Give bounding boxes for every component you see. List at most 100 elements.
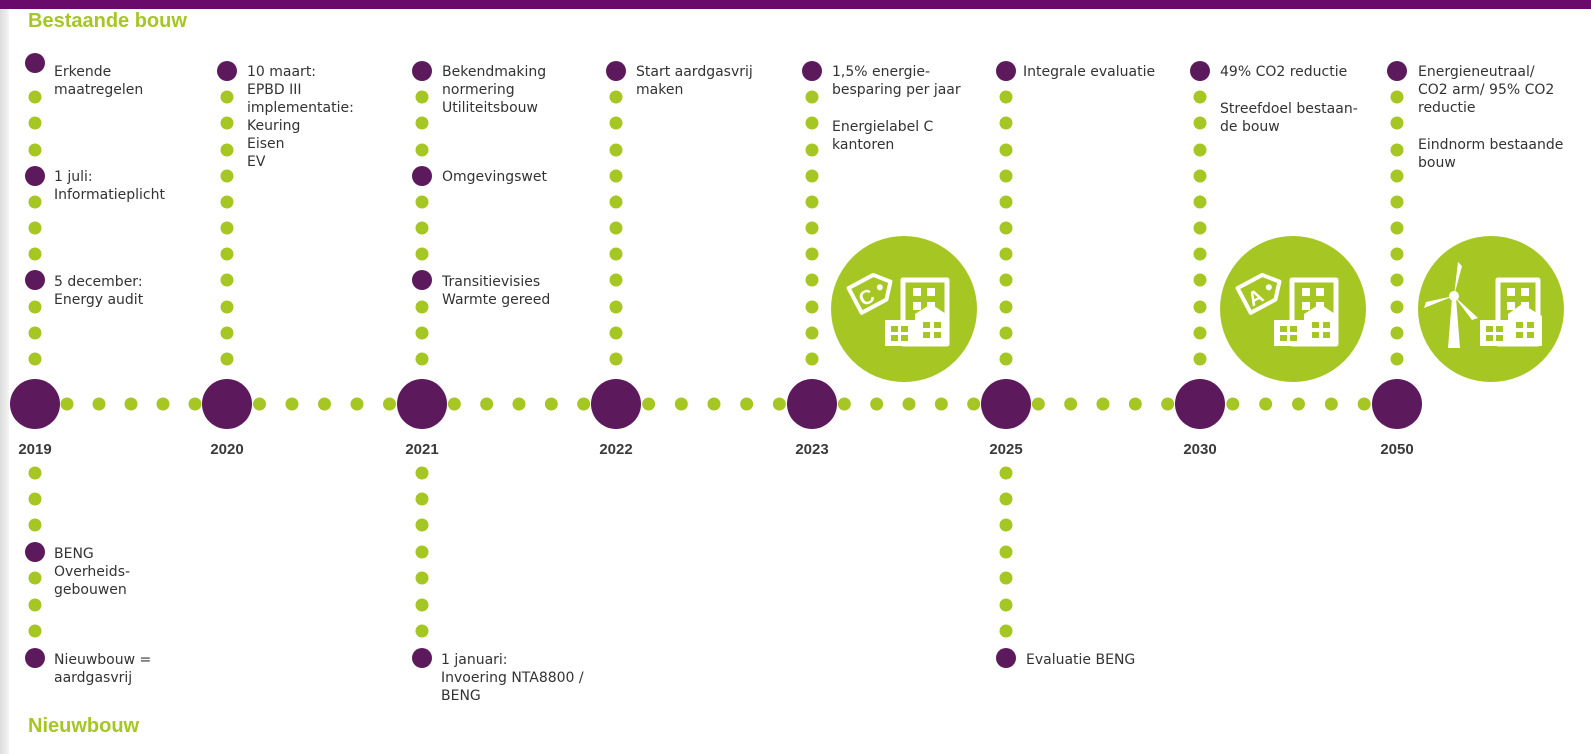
milestone-dot [412, 270, 432, 290]
timeline-connector-dot [674, 397, 688, 411]
milestone-dot [606, 61, 626, 81]
timeline-dot [220, 300, 234, 314]
year-node [202, 379, 252, 429]
timeline-connector-dot [447, 397, 461, 411]
milestone-dot [25, 166, 45, 186]
timeline-dot [415, 518, 429, 532]
timeline-connector-dot [1096, 397, 1110, 411]
timeline-connector-dot [837, 397, 851, 411]
timeline-dot [28, 571, 42, 585]
timeline-dot [28, 143, 42, 157]
timeline-dot [609, 247, 623, 261]
event-label: BENG Overheids- gebouwen [54, 546, 131, 598]
timeline-connector-dot [642, 397, 656, 411]
timeline-dot [28, 518, 42, 532]
timeline-dot [220, 169, 234, 183]
timeline-dot [1193, 116, 1207, 130]
milestone-dot [25, 53, 45, 73]
timeline-dot [28, 598, 42, 612]
event-label: Bekendmaking normering Utiliteitsbouw [442, 64, 547, 116]
timeline-dot [28, 221, 42, 235]
timeline-dot [999, 326, 1013, 340]
timeline-dot [999, 352, 1013, 366]
timeline-dot [415, 352, 429, 366]
event-label: Erkende maatregelen [54, 64, 144, 98]
timeline-dot [999, 169, 1013, 183]
timeline-dot [1390, 143, 1404, 157]
left-edge-strip [0, 9, 9, 754]
timeline-dot [999, 518, 1013, 532]
timeline-dot [28, 300, 42, 314]
timeline-dot [220, 247, 234, 261]
timeline-dot [220, 273, 234, 287]
timeline-connector-dot [285, 397, 299, 411]
timeline-dot [220, 326, 234, 340]
timeline-connector-dot [967, 397, 981, 411]
timeline-dot [1390, 247, 1404, 261]
timeline-dot [999, 545, 1013, 559]
timeline-dot [1390, 300, 1404, 314]
year-node [591, 379, 641, 429]
timeline-dot [1390, 169, 1404, 183]
event-label: Omgevingswet [442, 169, 547, 185]
timeline-dot [609, 300, 623, 314]
energy-label-c-badge: C [831, 236, 977, 382]
timeline-dot [1193, 169, 1207, 183]
timeline-dot [415, 195, 429, 209]
timeline-dot [805, 352, 819, 366]
timeline-dot [805, 195, 819, 209]
timeline-connector-dot [60, 397, 74, 411]
timeline-dot [415, 221, 429, 235]
event-label: 1,5% energie- besparing per jaar [832, 64, 961, 98]
milestone-dot [1387, 61, 1407, 81]
event-label: 49% CO2 reductie [1220, 64, 1348, 80]
timeline-dot [415, 90, 429, 104]
timeline-dot [609, 221, 623, 235]
year-node [981, 379, 1031, 429]
year-label-2030: 2030 [1183, 441, 1217, 458]
timeline-dot [415, 116, 429, 130]
wind-turbine-building-icon [1424, 262, 1542, 348]
timeline-dot [1390, 116, 1404, 130]
timeline-dot [220, 116, 234, 130]
timeline-connector-dot [156, 397, 170, 411]
timeline-dot [415, 571, 429, 585]
year-node [10, 379, 60, 429]
timeline-dot [805, 300, 819, 314]
timeline-dot [609, 273, 623, 287]
wind-turbine-badge [1418, 236, 1564, 382]
timeline-connector-dot [253, 397, 266, 411]
timeline-dot [28, 492, 42, 506]
timeline-connector-dot [870, 397, 884, 411]
timeline-dot [1193, 326, 1207, 340]
milestone-dot [25, 648, 45, 668]
timeline-dot [28, 116, 42, 130]
milestone-dot [25, 542, 45, 562]
timeline-dot [1390, 273, 1404, 287]
timeline-dot [415, 598, 429, 612]
section-title-bestaande-bouw: Bestaande bouw [28, 10, 187, 32]
timeline-dot [999, 143, 1013, 157]
timeline-dot [609, 143, 623, 157]
timeline-dot [805, 143, 819, 157]
energy-label-a-badge: A [1220, 236, 1366, 382]
timeline-dot [415, 326, 429, 340]
timeline-dot [999, 492, 1013, 506]
milestone-dot [802, 61, 822, 81]
timeline-dot [999, 571, 1013, 585]
milestone-dot [996, 61, 1016, 81]
timeline-dot [28, 326, 42, 340]
timeline-connector-dot [92, 397, 106, 411]
timeline-dot [1390, 352, 1404, 366]
timeline-dot [1193, 143, 1207, 157]
timeline-dot [1193, 247, 1207, 261]
timeline-dot [805, 90, 819, 104]
year-label-2022: 2022 [599, 441, 633, 458]
energy-label-building-icon: A [1235, 272, 1339, 347]
timeline-dot [28, 352, 42, 366]
timeline-dot [999, 116, 1013, 130]
timeline-connector-dot [350, 397, 364, 411]
timeline-dot [1193, 352, 1207, 366]
year-label-2025: 2025 [989, 441, 1023, 458]
